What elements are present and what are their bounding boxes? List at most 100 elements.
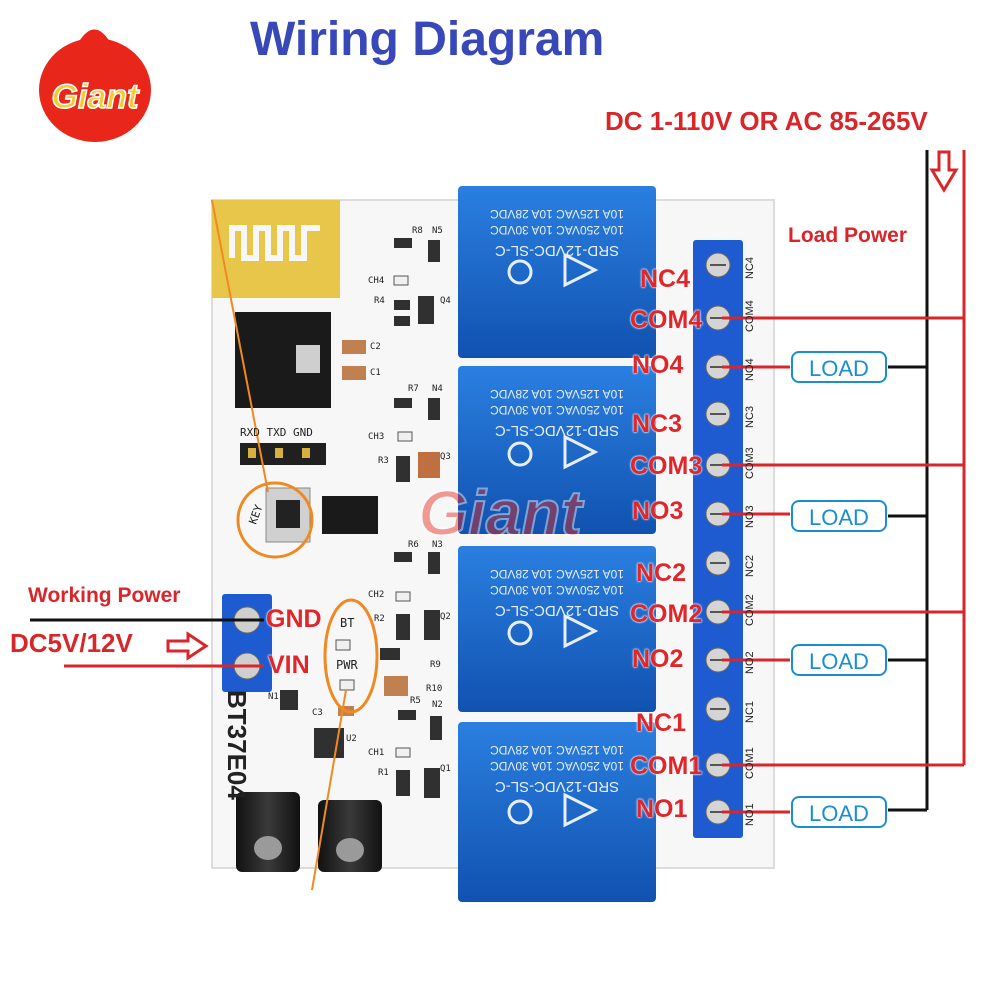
- relay-1: [458, 722, 656, 902]
- component-label-c3: C3: [312, 708, 323, 718]
- relay-text-line-2: 10A 250VAC 10A 30VDC: [490, 583, 624, 597]
- relay-text-line-2: 10A 250VAC 10A 30VDC: [490, 759, 624, 773]
- component-label-r2: R2: [374, 614, 385, 624]
- component-label-n5: N5: [432, 226, 443, 236]
- component-label-r1: R1: [378, 768, 389, 778]
- working-power-label: Working Power: [28, 584, 181, 607]
- silk-label-no2: NO2: [744, 651, 756, 674]
- key-highlight-circle: [236, 481, 314, 559]
- terminal-label-no3: NO3: [632, 497, 684, 525]
- silk-label-com3: COM3: [744, 447, 756, 479]
- relay-text-line-3: 10A 125VAC 10A 28VDC: [490, 207, 624, 221]
- relay-text-group-4: SRD-12VDC-SL-C 10A 250VAC 10A 30VDC 10A 12…: [490, 207, 624, 259]
- component-label-q3: Q3: [440, 452, 451, 462]
- silk-label-no4: NO4: [744, 358, 756, 381]
- bluetooth-chip-icon: [235, 312, 331, 408]
- component-label-ch3: CH3: [368, 432, 385, 442]
- component-label-r3: R3: [378, 456, 389, 466]
- load-box-4: LOAD: [791, 351, 887, 383]
- terminal-label-no1: NO1: [636, 795, 688, 823]
- relay-cert-icons: [507, 252, 599, 828]
- silk-label-nc4: NC4: [744, 257, 756, 279]
- terminal-label-nc2: NC2: [636, 559, 687, 587]
- component-label-c2: C2: [370, 342, 381, 352]
- smd-components: [280, 238, 442, 798]
- led-highlight-ellipse: [323, 598, 379, 714]
- terminal-label-no4: NO4: [632, 351, 684, 379]
- load-power-label: Load Power: [788, 224, 908, 247]
- key-button-icon: [265, 487, 311, 543]
- terminal-label-com3: COM3: [630, 452, 703, 480]
- capacitor-icon: [236, 792, 382, 872]
- component-label-c1: C1: [370, 368, 381, 378]
- dc-input-arrow-icon: [166, 631, 209, 661]
- component-label-r5: R5: [410, 696, 421, 706]
- header-pins-icon: [240, 443, 326, 465]
- terminal-label-nc4: NC4: [640, 265, 691, 293]
- terminal-label-com2: COM2: [630, 600, 703, 628]
- component-label-n4: N4: [432, 384, 443, 394]
- terminal-label-com1: COM1: [630, 752, 703, 780]
- input-terminal-block: [222, 594, 272, 692]
- component-label-q1: Q1: [440, 764, 451, 774]
- relay-texts: SRD-12VDC-SL-C 10A 250VAC 10A 30VDC 10A 12…: [490, 207, 624, 795]
- load-box-2: LOAD: [791, 644, 887, 676]
- terminal-label-nc3: NC3: [632, 410, 683, 438]
- terminal-label-com4: COM4: [630, 306, 703, 334]
- relay-text-line-1: SRD-12VDC-SL-C: [495, 778, 619, 795]
- relay-text-group-3: SRD-12VDC-SL-C 10A 250VAC 10A 30VDC 10A 12…: [490, 387, 624, 439]
- component-label-q2: Q2: [440, 612, 451, 622]
- relay-2: [458, 546, 656, 712]
- board-model-label: BT37E04: [222, 690, 252, 800]
- ic-chip-icon: [322, 496, 378, 534]
- wires: [30, 150, 966, 891]
- silk-label-nc3: NC3: [744, 406, 756, 428]
- component-label-n1: N1: [268, 692, 279, 702]
- supply-arrow-icon: [929, 150, 959, 193]
- pwr-led-label: PWR: [336, 658, 358, 672]
- silk-label-com4: COM4: [744, 300, 756, 332]
- component-label-r4: R4: [374, 296, 385, 306]
- relay-text-line-2: 10A 250VAC 10A 30VDC: [490, 223, 624, 237]
- svg-text:Giant: Giant: [418, 477, 584, 549]
- component-label-r10: R10: [426, 684, 443, 694]
- component-label-r8: R8: [412, 226, 423, 236]
- silk-label-nc1: NC1: [744, 701, 756, 723]
- component-label-n3: N3: [432, 540, 443, 550]
- load-box-1: LOAD: [791, 796, 887, 828]
- silk-label-com2: COM2: [744, 594, 756, 626]
- component-label-n2: N2: [432, 700, 443, 710]
- page-title: Wiring Diagram: [250, 13, 605, 66]
- silk-label-com1: COM1: [744, 747, 756, 779]
- terminal-label-vin: VIN: [268, 651, 310, 679]
- relay-text-line-2: 10A 250VAC 10A 30VDC: [490, 403, 624, 417]
- terminal-label-no2: NO2: [632, 645, 684, 673]
- relay-text-line-1: SRD-12VDC-SL-C: [495, 242, 619, 259]
- silk-label-nc2: NC2: [744, 555, 756, 577]
- relay-terminal-block: [693, 240, 743, 838]
- relay-3: [458, 366, 656, 534]
- svg-text:Giant: Giant: [52, 78, 141, 116]
- watermark: Giant: [417, 476, 585, 550]
- antenna-icon: [212, 200, 340, 298]
- component-label-r6: R6: [408, 540, 419, 550]
- component-label-q4: Q4: [440, 296, 451, 306]
- giant-logo: Giant: [39, 29, 151, 142]
- relay-text-line-1: SRD-12VDC-SL-C: [495, 602, 619, 619]
- relay-text-line-3: 10A 125VAC 10A 28VDC: [490, 387, 624, 401]
- terminal-label-nc1: NC1: [636, 709, 687, 737]
- relay-text-group-1: SRD-12VDC-SL-C 10A 250VAC 10A 30VDC 10A 12…: [490, 743, 624, 795]
- component-label-ch1: CH1: [368, 748, 385, 758]
- component-label-r7: R7: [408, 384, 419, 394]
- relay-text-line-1: SRD-12VDC-SL-C: [495, 422, 619, 439]
- silk-label-no1: NO1: [744, 803, 756, 826]
- component-label-u2: U2: [346, 734, 357, 744]
- component-label-ch2: CH2: [368, 590, 385, 600]
- load-box-3: LOAD: [791, 500, 887, 532]
- bt-led-label: BT: [340, 616, 355, 630]
- component-label-r9: R9: [430, 660, 441, 670]
- relay-4: [458, 186, 656, 358]
- relay-text-line-3: 10A 125VAC 10A 28VDC: [490, 743, 624, 757]
